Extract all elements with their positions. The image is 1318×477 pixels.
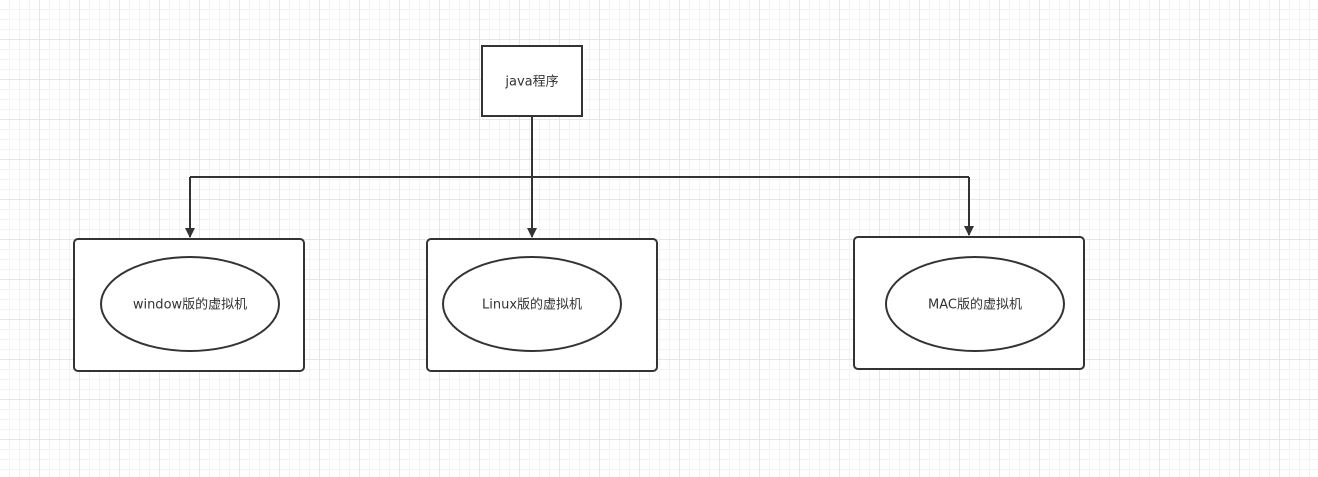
node-mac-vm-ellipse: [885, 256, 1065, 352]
node-java-program[interactable]: java程序: [481, 45, 583, 117]
node-java-program-label: java程序: [504, 75, 558, 90]
node-mac-vm[interactable]: MAC版的虚拟机: [853, 236, 1085, 370]
node-mac-vm-label: MAC版的虚拟机: [928, 297, 1022, 313]
connectors: [185, 116, 974, 238]
node-linux-vm-ellipse: [442, 256, 622, 352]
node-linux-vm-label: Linux版的虚拟机: [482, 297, 582, 313]
node-window-vm-ellipse: [100, 256, 280, 352]
node-linux-vm[interactable]: Linux版的虚拟机: [426, 238, 658, 372]
node-window-vm[interactable]: window版的虚拟机: [73, 238, 305, 372]
node-window-vm-label: window版的虚拟机: [133, 297, 247, 313]
